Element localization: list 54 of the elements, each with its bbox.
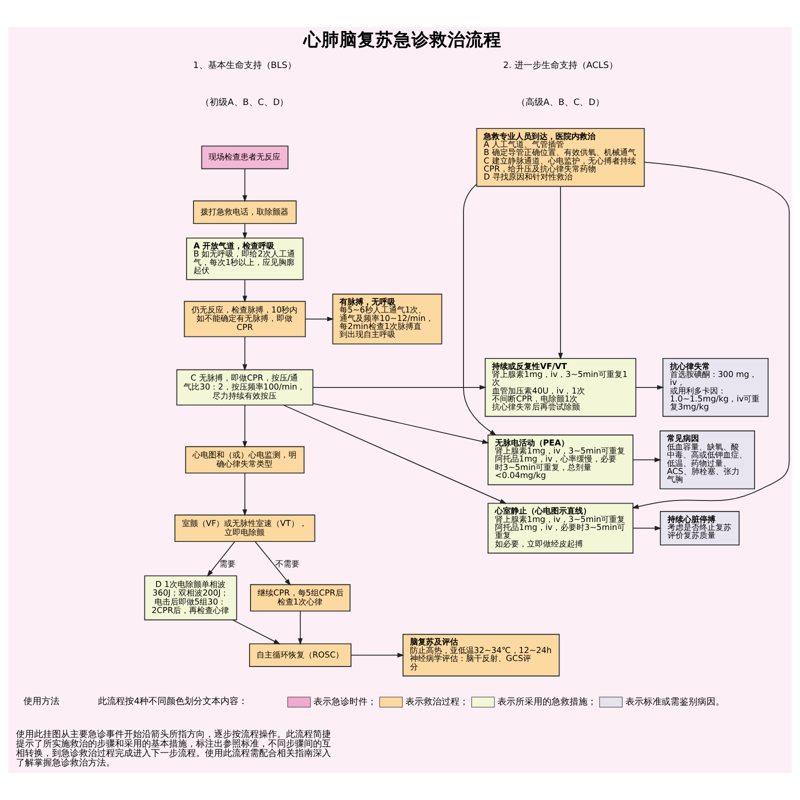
arrow bbox=[312, 402, 490, 444]
node-box: A 开放气道，检查呼吸 B 如无呼吸，即给2次人工通气，每次1秒以上，应见胸廓起伏 bbox=[186, 238, 304, 280]
arrow bbox=[632, 526, 662, 531]
arrow bbox=[635, 385, 664, 390]
arrow bbox=[298, 610, 303, 646]
arrow bbox=[283, 404, 507, 504]
edge-label: 不需要 bbox=[276, 558, 300, 569]
legend-label: 表示标准或需鉴别病因。 bbox=[625, 697, 724, 708]
node-box: 持续心脏停搏 考虑是否终止复苏 评价复苏质量 bbox=[660, 511, 740, 546]
node-box: 仍无反应，检查脉搏，10秒内如不能确定有无脉搏，即做CPR bbox=[184, 300, 306, 338]
node-box: 无脉电活动（PEA） 肾上腺素1mg，iv，3~5min可重复 阿托品1mg，iv，心率缓慢，必要时3~5min可重复，总剂量<0.04mg/kg bbox=[488, 434, 634, 486]
arrow bbox=[232, 620, 280, 644]
label: （初级A、B、C、D） bbox=[200, 98, 289, 108]
node-box: 抗心律失常 首选胺碘酮：300 mg，iv， 或用利多卡因：1.0~1.5mg/kg，iv可重复3mg/kg bbox=[662, 358, 769, 417]
arrow bbox=[242, 404, 248, 448]
arrow bbox=[312, 385, 486, 390]
node-box: 脑复苏及评估 防止高热，亚低温32~34℃，12~24h 神经病学评估：脑干反射、GCS评分 bbox=[402, 634, 560, 676]
label: 使用方法 bbox=[24, 697, 60, 708]
legend-label: 表示救治过程； bbox=[406, 697, 469, 708]
node-box: 心电图和（或）心电监测，明确心律失常类型 bbox=[185, 446, 305, 474]
arrow bbox=[242, 279, 248, 303]
label: 2. 进一步生命支持（ACLS） bbox=[503, 60, 618, 71]
arrow bbox=[632, 457, 662, 462]
arrow bbox=[242, 168, 248, 202]
node-box: 继续CPR，每5组CPR后检查1次心律 bbox=[250, 584, 351, 612]
node-box: 常见病因 低血容量、缺氧、酸中毒、高或低钾血症、低温、药物过量、ACS、肺栓塞、张力气胸 bbox=[660, 430, 756, 490]
node-box: D 1次电除颤单相波360J；双相波200J；电击后即做5组30：2CPR后，再检查心律 bbox=[144, 575, 238, 620]
arrow bbox=[463, 184, 497, 436]
node-box: C 无脉搏，即做CPR，按压/通气比30：2，按压频率100/min，尽力持续有效按压 bbox=[176, 369, 314, 406]
node-box: 有脉搏，无呼吸 每5~6秒人工通气1次、通气及频率10~12/min，每2min检查1次脉搏直到出现自主呼吸 bbox=[332, 294, 442, 344]
node-box: 现场检查患者无反应 bbox=[201, 146, 288, 170]
arrow bbox=[242, 472, 248, 516]
node-box: 持续或反复性VF/VT 肾上腺素1mg，iv，3~5min可重复1次 血管加压素40U，iv，1次 不间断CPR，电除颤1次 抗心律失常后再尝试除颤 bbox=[484, 358, 636, 417]
label: 使用此挂图从主要急诊事件开始沿箭头所指方向，逐步按流程操作。此流程简捷提示了所实施救治的步骤和采用的基本措施，标注出参照标准，不同步骤间的互相转换，到急诊救治过程完成进入下一步流程。使用此流程需配合相关指南深入了解掌握急诊救治方法。 bbox=[16, 730, 331, 769]
arrow bbox=[632, 162, 790, 509]
node-box: 室颤（VF）或无脉性室速（VT），立即电除颤 bbox=[174, 514, 316, 542]
edge-label: 需要 bbox=[220, 558, 236, 569]
node-box: 拨打急救电话，取除颤器 bbox=[193, 200, 297, 224]
arrow bbox=[305, 316, 334, 322]
legend-label: 表示急诊时件； bbox=[314, 697, 377, 708]
arrow bbox=[254, 541, 291, 586]
node-box: 心室静止（心电图示直线） 肾上腺素1mg，iv，3~5min可重复 阿托品1mg，iv，必要时3~5min可重复 如必要，立即做经皮起搏 bbox=[488, 502, 634, 554]
diagram-title: 心肺脑复苏急诊救治流程 bbox=[304, 30, 502, 51]
legend-label: 表示所采用的急救措施； bbox=[498, 697, 597, 708]
label: 此流程按4种不同颜色划分文本内容： bbox=[98, 697, 248, 708]
arrow bbox=[242, 336, 248, 372]
arrow bbox=[206, 541, 236, 577]
node-box: 急救专业人员到达，医院内救治 A 人工气道、气管插管 B 确定导管正确位置、有效供氧、机械通气 C 建立静脉通道、心电监护，无心搏者持续CPR，给升压及抗心律失常药物 D 寻找原因和针对性救治 bbox=[476, 128, 645, 187]
node-box: 自主循环恢复（ROSC） bbox=[249, 643, 352, 667]
label: （高级A、B、C、D） bbox=[516, 98, 604, 108]
arrow bbox=[242, 223, 248, 240]
arrow bbox=[558, 186, 563, 360]
label: 1、基本生命支持（BLS） bbox=[193, 60, 296, 71]
arrow bbox=[350, 652, 404, 658]
